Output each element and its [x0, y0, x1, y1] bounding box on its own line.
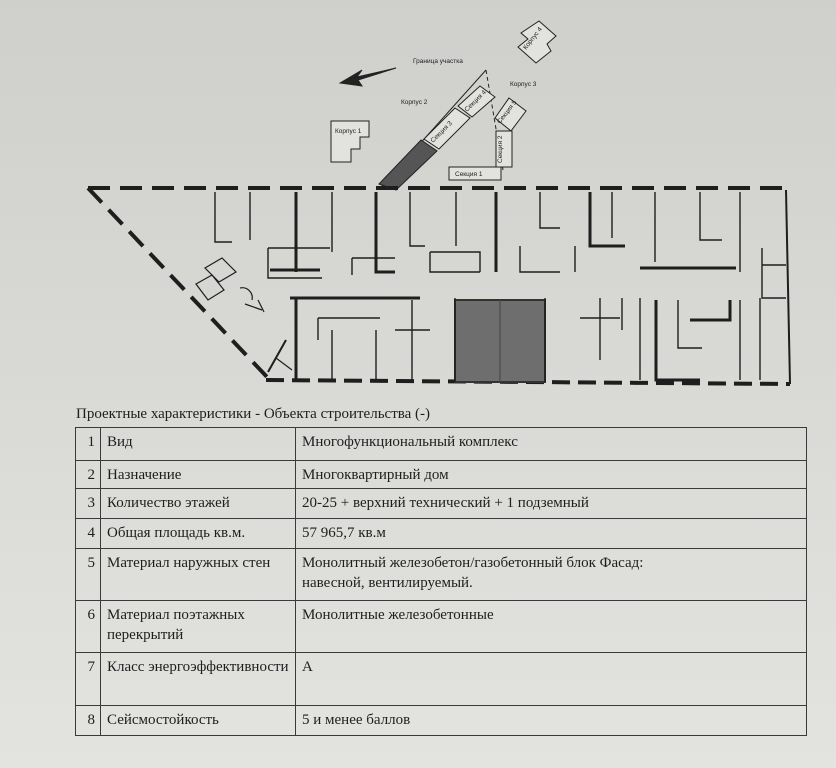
outer-wall-diagonal — [86, 186, 270, 380]
row-number: 2 — [75, 460, 101, 489]
table-row: 4 Общая площадь кв.м. 57 965,7 кв.м — [75, 518, 807, 549]
row-label: Класс энергоэффективности — [100, 652, 296, 706]
section-1-label: Секция 1 — [455, 171, 483, 178]
row-value: Монолитные железобетонные — [295, 600, 807, 653]
stair-core — [195, 257, 293, 373]
row-label: Назначение — [100, 460, 296, 489]
upper-walls — [214, 192, 786, 299]
building-3-section — [448, 166, 502, 181]
lower-walls — [290, 296, 761, 382]
table-title: Проектные характеристики - Объекта строи… — [76, 406, 431, 422]
specifications-table: 1 Вид Многофункциональный комплекс 2 Наз… — [75, 427, 807, 736]
row-value: 57 965,7 кв.м — [295, 518, 807, 549]
row-number: 6 — [75, 600, 101, 653]
row-value: Многоквартирный дом — [295, 460, 807, 489]
building-2-section — [457, 85, 496, 118]
row-number: 1 — [75, 427, 101, 461]
row-value: Многофункциональный комплекс — [295, 427, 807, 461]
row-label: Общая площадь кв.м. — [100, 518, 296, 549]
floor-plan — [86, 186, 791, 386]
row-value: Монолитный железобетон/газобетонный блок… — [295, 548, 807, 601]
row-number: 5 — [75, 548, 101, 601]
table-row: 3 Количество этажей 20-25 + верхний техн… — [75, 488, 807, 519]
table-row: 5 Материал наружных стен Монолитный желе… — [75, 548, 807, 601]
site-plan — [330, 20, 557, 191]
table-row: 7 Класс энергоэффективности А — [75, 652, 807, 706]
row-label: Количество этажей — [100, 488, 296, 519]
table-row: 2 Назначение Многоквартирный дом — [75, 460, 807, 489]
plot-boundary-label: Граница участка — [413, 58, 463, 65]
building-2-section-highlight — [378, 139, 438, 191]
row-label: Материал поэтажных перекрытий — [100, 600, 296, 653]
table-row: 6 Материал поэтажных перекрытий Монолитн… — [75, 600, 807, 653]
outer-wall-right — [785, 189, 791, 385]
building-3-section — [495, 130, 513, 168]
row-label: Вид — [100, 427, 296, 461]
row-value: 5 и менее баллов — [295, 705, 807, 736]
row-number: 7 — [75, 652, 101, 706]
row-label: Материал наружных стен — [100, 548, 296, 601]
north-arrow-icon — [338, 67, 397, 87]
row-number: 4 — [75, 518, 101, 549]
building-1-outline — [330, 120, 370, 163]
row-value-line: навесной, вентилируемый. — [302, 575, 473, 591]
row-value-line: Монолитный железобетон/газобетонный блок… — [302, 555, 644, 571]
building-2-label: Корпус 2 — [401, 99, 428, 106]
row-value: 20-25 + верхний технический + 1 подземны… — [295, 488, 807, 519]
floor-plan-drawing: Граница участка Корпус 4 Корпус 3 Корпус… — [86, 20, 791, 386]
building-3-label: Корпус 3 — [510, 81, 537, 88]
building-1-label: Корпус 1 — [335, 128, 362, 135]
row-number: 8 — [75, 705, 101, 736]
row-number: 3 — [75, 488, 101, 519]
table-row: 1 Вид Многофункциональный комплекс — [75, 427, 807, 461]
row-label: Сейсмостойкость — [100, 705, 296, 736]
row-value: А — [295, 652, 807, 706]
building-4-outline — [517, 20, 557, 64]
table-row: 8 Сейсмостойкость 5 и менее баллов — [75, 705, 807, 736]
section-2-label: Секция 2 — [497, 135, 504, 163]
building-2-section — [423, 107, 471, 150]
